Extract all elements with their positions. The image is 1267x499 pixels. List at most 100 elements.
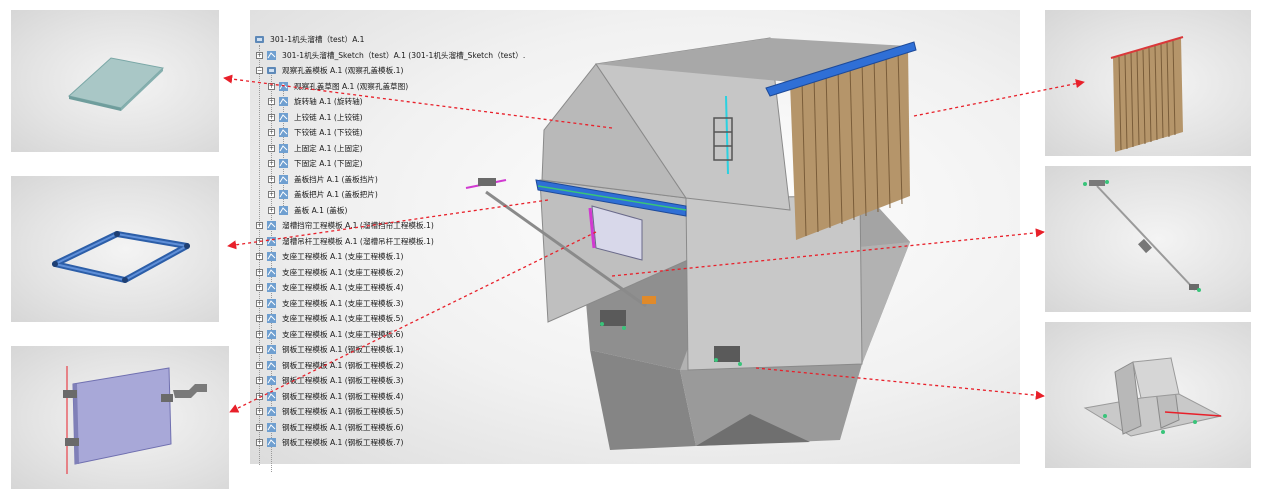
tree-row[interactable]: + 支座工程模板 A.1 (支座工程模板.5) — [254, 311, 544, 327]
tree-row[interactable]: + 下铰链 A.1 (下铰链) — [254, 125, 544, 141]
tree-row-group[interactable]: − 观察孔盖模板 A.1 (观察孔盖模板.1) — [254, 63, 544, 79]
tree-row-label: 盖板把片 A.1 (盖板把片) — [294, 190, 378, 199]
tree-row-label: 旋转轴 A.1 (旋转轴) — [294, 97, 363, 106]
expand-toggle[interactable]: + — [256, 268, 263, 276]
tree-row-label: 溜槽挡帘工程模板 A.1 (溜槽挡帘工程模板.1) — [282, 221, 434, 230]
expand-toggle[interactable]: + — [256, 51, 263, 59]
tree-row-label: 支座工程模板 A.1 (支座工程模板.1) — [282, 252, 404, 261]
tree-row-label: 钢板工程模板 A.1 (钢板工程模板.1) — [282, 345, 404, 354]
tree-row[interactable]: +支座工程模板 A.1 (支座工程模板.3) — [254, 296, 544, 312]
tree-row[interactable]: + 盖板挡片 A.1 (盖板挡片) — [254, 172, 544, 188]
tree-row-label: 钢板工程模板 A.1 (钢板工程模板.4) — [282, 391, 404, 401]
assembly-icon — [255, 36, 264, 43]
part-icon — [267, 283, 276, 292]
tree-row[interactable]: + 钢板工程模板 A.1 (钢板工程模板.4) — [254, 389, 544, 405]
expand-toggle[interactable]: + — [256, 408, 263, 415]
thumbnail-plate — [11, 10, 219, 152]
part-icon — [279, 205, 288, 215]
part-icon — [267, 345, 276, 354]
part-icon — [267, 422, 276, 432]
thumbnail-support — [1045, 322, 1251, 468]
part-icon — [279, 143, 288, 153]
tree-row-label: 上铰链 A.1 (上铰链) — [294, 112, 363, 122]
thumbnail-door-panel — [11, 346, 229, 489]
part-icon — [267, 360, 276, 370]
expand-toggle[interactable]: + — [256, 392, 263, 400]
tree-row[interactable]: +钢板工程模板 A.1 (钢板工程模板.2) — [254, 358, 544, 374]
part-icon — [267, 376, 276, 385]
tree-row[interactable]: + 钢板工程模板 A.1 (钢板工程模板.1) — [254, 342, 544, 358]
expand-toggle[interactable]: + — [256, 253, 263, 260]
expand-toggle[interactable]: + — [256, 377, 263, 384]
tree-row[interactable]: + 钢板工程模板 A.1 (钢板工程模板.6) — [254, 420, 544, 436]
expand-toggle[interactable]: + — [268, 113, 275, 121]
part-icon — [267, 407, 276, 416]
door-panel-part-image — [63, 366, 207, 474]
tree-row[interactable]: + 钢板工程模板 A.1 (钢板工程模板.7) — [254, 435, 544, 451]
expand-toggle[interactable]: + — [268, 129, 275, 136]
tree-row-label: 钢板工程模板 A.1 (钢板工程模板.7) — [282, 438, 404, 447]
assembly-icon — [267, 67, 276, 74]
expand-toggle[interactable]: + — [256, 222, 263, 229]
expand-toggle[interactable]: + — [268, 191, 275, 198]
part-icon — [267, 438, 276, 447]
tree-row[interactable]: + 支座工程模板 A.1 (支座工程模板.1) — [254, 249, 544, 265]
tree-row-label: 钢板工程模板 A.1 (钢板工程模板.6) — [282, 422, 404, 432]
part-icon — [267, 391, 276, 401]
tree-sub-items: + 观察孔盖草图 A.1 (观察孔盖草图) + 旋转轴 A.1 (旋转轴) + 上铰链 A… — [254, 79, 544, 219]
tree-row[interactable]: + 支座工程模板 A.1 (支座工程模板.4) — [254, 280, 544, 296]
part-icon — [279, 81, 288, 91]
tree-row[interactable]: + 溜槽挡帘工程模板 A.1 (溜槽挡帘工程模板.1) — [254, 218, 544, 234]
tree-row[interactable]: +支座工程模板 A.1 (支座工程模板.2) — [254, 265, 544, 281]
tree-row[interactable]: +钢板工程模板 A.1 (钢板工程模板.3) — [254, 373, 544, 389]
plate-part-image — [67, 57, 165, 111]
expand-toggle[interactable]: + — [268, 98, 275, 105]
part-icon — [267, 314, 276, 323]
part-icon — [267, 267, 276, 277]
expand-toggle[interactable]: + — [256, 237, 263, 245]
expand-toggle[interactable]: + — [256, 361, 263, 369]
tree-row[interactable]: + 下固定 A.1 (下固定) — [254, 156, 544, 172]
expand-toggle[interactable]: + — [256, 439, 263, 446]
expand-toggle[interactable]: + — [268, 175, 275, 183]
tree-row[interactable]: +盖板 A.1 (盖板) — [254, 203, 544, 219]
expand-toggle[interactable]: + — [256, 284, 263, 291]
tree-row-label: 支座工程模板 A.1 (支座工程模板.4) — [282, 283, 404, 292]
tree-row[interactable]: + 支座工程模板 A.1 (支座工程模板.6) — [254, 327, 544, 343]
tree-row-label: 观察孔盖草图 A.1 (观察孔盖草图) — [294, 81, 409, 91]
tree-row[interactable]: +钢板工程模板 A.1 (钢板工程模板.5) — [254, 404, 544, 420]
tree-row-label: 盖板挡片 A.1 (盖板挡片) — [294, 174, 378, 184]
tree-row-label: 下铰链 A.1 (下铰链) — [294, 128, 363, 137]
tree-row[interactable]: + 上铰链 A.1 (上铰链) — [254, 110, 544, 126]
expand-toggle[interactable]: + — [268, 206, 275, 214]
tree-row[interactable]: + 观察孔盖草图 A.1 (观察孔盖草图) — [254, 79, 544, 95]
tree-row-root[interactable]: 301-1机头溜槽（test）A.1 — [254, 32, 544, 48]
tree-row[interactable]: +上固定 A.1 (上固定) — [254, 141, 544, 157]
expand-toggle[interactable]: + — [256, 299, 263, 307]
part-icon — [279, 112, 288, 122]
part-icon — [279, 159, 288, 168]
part-icon — [267, 298, 276, 308]
expand-toggle[interactable]: + — [256, 423, 263, 431]
tree-row-label: 下固定 A.1 (下固定) — [294, 159, 363, 168]
tree-row[interactable]: + 盖板把片 A.1 (盖板把片) — [254, 187, 544, 203]
expand-toggle[interactable]: + — [256, 330, 263, 338]
expand-toggle[interactable]: + — [268, 160, 275, 167]
part-icon — [279, 128, 288, 137]
tree-row-sketch[interactable]: + 301-1机头溜槽_Sketch（test）A.1 (301-1机头溜槽_S… — [254, 48, 544, 64]
part-icon — [267, 50, 276, 60]
expand-toggle[interactable]: + — [268, 144, 275, 152]
tree-row[interactable]: + 旋转轴 A.1 (旋转轴) — [254, 94, 544, 110]
tree-row-label: 支座工程模板 A.1 (支座工程模板.6) — [282, 329, 404, 339]
hanger-rod-part-image — [1083, 180, 1201, 292]
expand-toggle[interactable]: + — [256, 315, 263, 322]
tree-row-label: 支座工程模板 A.1 (支座工程模板.5) — [282, 314, 404, 323]
tree-root-label: 301-1机头溜槽（test）A.1 — [270, 35, 365, 44]
tree-row[interactable]: +溜槽吊杆工程模板 A.1 (溜槽吊杆工程模板.1) — [254, 234, 544, 250]
collapse-toggle[interactable]: − — [256, 67, 263, 74]
part-icon — [279, 97, 288, 106]
tree-sketch-label: 301-1机头溜槽_Sketch（test）A.1 (301-1机头溜槽_Ske… — [282, 50, 526, 60]
expand-toggle[interactable]: + — [268, 82, 275, 90]
expand-toggle[interactable]: + — [256, 346, 263, 353]
